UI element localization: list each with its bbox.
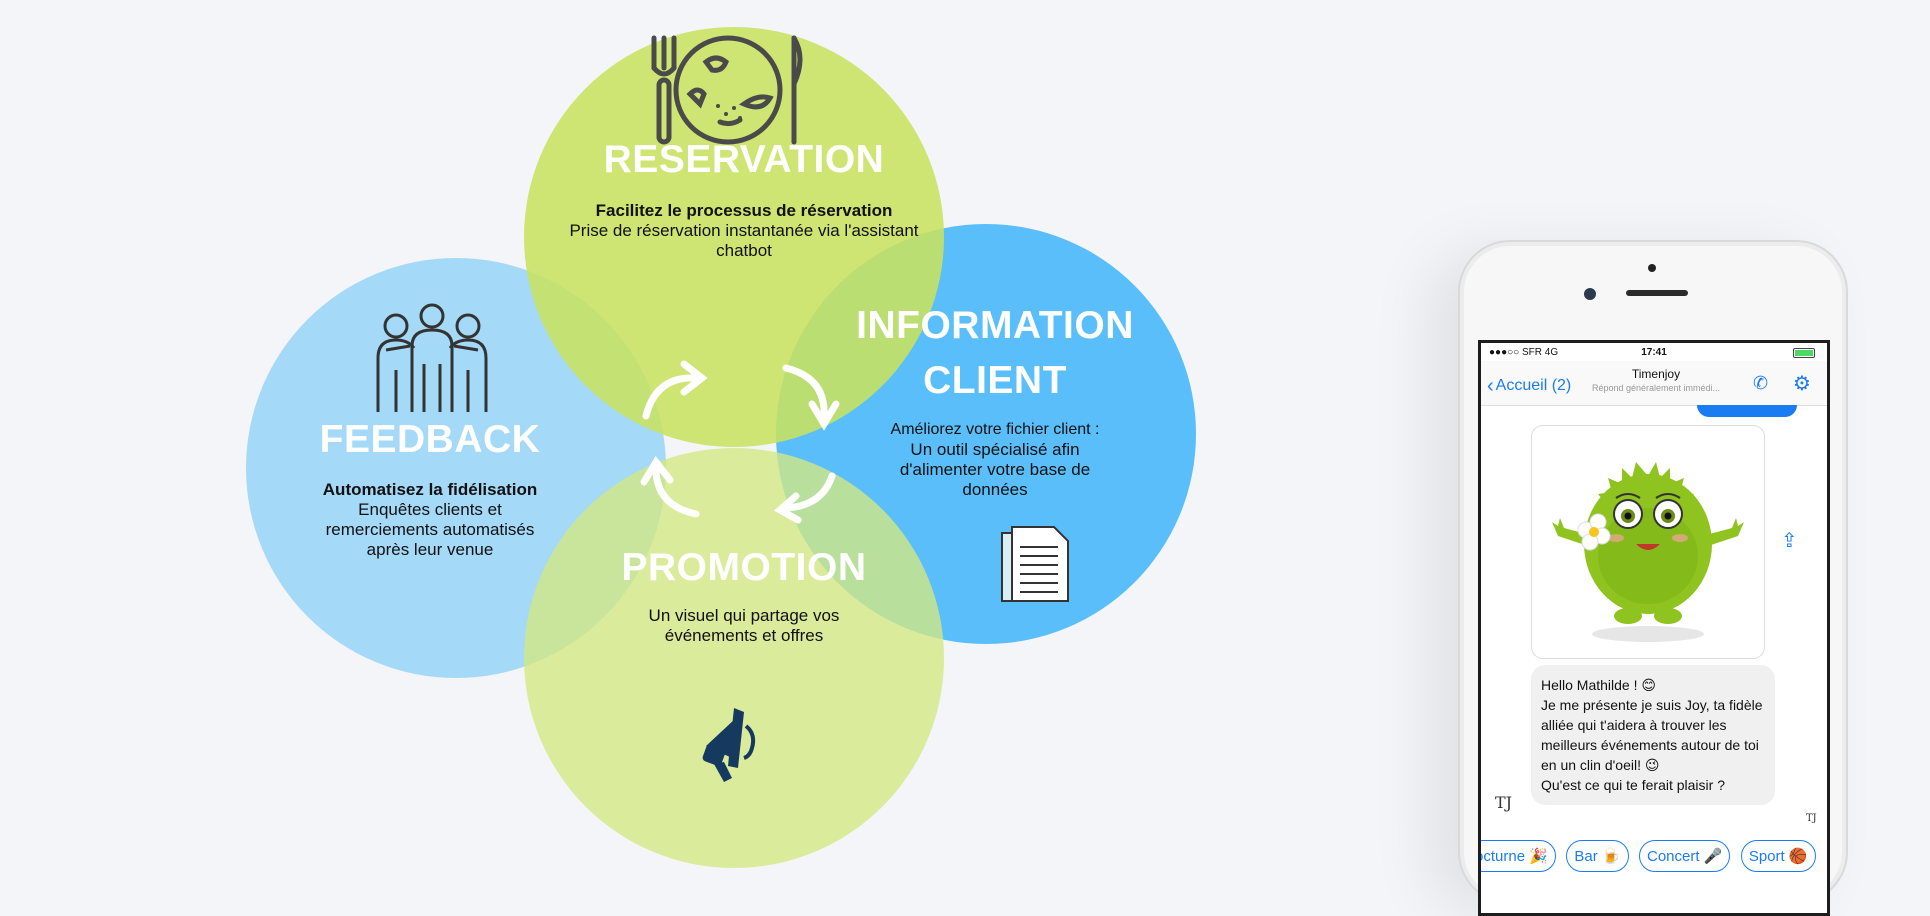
message-line-greeting: Hello Mathilde ! 😊 — [1541, 677, 1656, 693]
phone-speaker — [1626, 290, 1688, 296]
battery-icon — [1793, 348, 1815, 358]
chevron-left-icon: ‹ — [1487, 375, 1494, 397]
reservation-circle — [524, 27, 944, 447]
quick-reply-bar[interactable]: Bar 🍺 — [1566, 840, 1629, 872]
quick-reply-sport[interactable]: Sport 🏀 — [1740, 840, 1816, 872]
reservation-title: RESERVATION — [603, 138, 885, 181]
promotion-body: Un visuel qui partage vos événements et … — [648, 606, 840, 645]
information-title-line1: INFORMATION — [856, 304, 1134, 347]
back-button[interactable]: ‹Accueil (2) — [1487, 375, 1571, 398]
promotion-title: PROMOTION — [621, 546, 867, 589]
message-line-intro: Je me présente je suis Joy, ta fidèle al… — [1541, 697, 1763, 773]
megaphone-icon — [702, 708, 756, 782]
read-receipt-avatar: TJ — [1806, 813, 1817, 824]
information-lead: Améliorez votre fichier client : — [890, 421, 1100, 438]
messenger-screen: ●●●○○ SFR 4G 17:41 ‹Accueil (2) Timenjoy… — [1478, 340, 1830, 916]
promotion-description: Un visuel qui partage vos événements et … — [604, 606, 884, 646]
plate-fork-knife-icon — [651, 35, 803, 145]
quick-reply-concert[interactable]: Concert 🎤 — [1638, 840, 1731, 872]
promotion-circle — [524, 448, 944, 868]
reservation-body: Prise de réservation instantanée via l'a… — [569, 221, 919, 260]
mascot-image-card[interactable] — [1531, 425, 1765, 659]
bot-avatar: TJ — [1495, 793, 1513, 812]
feedback-description: Automatisez la fidélisation Enquêtes cli… — [305, 480, 555, 560]
reservation-description: Facilitez le processus de réservation Pr… — [554, 201, 934, 261]
information-body: Un outil spécialisé afin d'alimenter vot… — [899, 440, 1091, 499]
information-description: Améliorez votre fichier client : Un outi… — [870, 420, 1120, 500]
share-icon[interactable]: ⇪ — [1781, 530, 1798, 552]
message-line-question: Qu'est ce qui te ferait plaisir ? — [1541, 777, 1725, 793]
status-time: 17:41 — [1641, 347, 1667, 358]
gear-icon[interactable]: ⚙ — [1793, 373, 1811, 395]
phone-mockup: ●●●○○ SFR 4G 17:41 ‹Accueil (2) Timenjoy… — [1458, 240, 1848, 916]
carrier-label: ●●●○○ SFR 4G — [1489, 347, 1559, 358]
feedback-body: Enquêtes clients et remerciements automa… — [325, 500, 535, 559]
status-bar: ●●●○○ SFR 4G 17:41 — [1481, 343, 1827, 361]
people-group-icon — [376, 303, 488, 412]
quick-reply-nocturne[interactable]: octurne 🎉 — [1481, 840, 1556, 872]
reservation-lead: Facilitez le processus de réservation — [595, 201, 893, 220]
document-icon — [1001, 526, 1069, 602]
services-diagram: RESERVATION Facilitez le processus de ré… — [246, 27, 1196, 868]
chat-title[interactable]: Timenjoy — [1631, 367, 1681, 381]
back-label: Accueil (2) — [1495, 377, 1572, 394]
phone-camera — [1584, 288, 1596, 300]
phone-sensor — [1648, 264, 1656, 272]
feedback-lead: Automatisez la fidélisation — [322, 480, 538, 499]
feedback-title: FEEDBACK — [319, 418, 541, 461]
quick-replies: octurne 🎉 Bar 🍺 Concert 🎤 Sport 🏀 — [1481, 840, 1827, 874]
chat-subtitle: Répond généralement immédi... — [1591, 383, 1721, 393]
cycle-arrows-icon — [640, 360, 840, 524]
information-title-line2: CLIENT — [923, 359, 1067, 402]
phone-call-icon[interactable]: ✆ — [1753, 373, 1769, 393]
mascot-image — [1552, 462, 1744, 642]
chat-message-bubble: Hello Mathilde ! 😊 Je me présente je sui… — [1531, 665, 1775, 805]
chat-navbar: ‹Accueil (2) Timenjoy Répond généralemen… — [1481, 361, 1827, 406]
previous-message-bubble — [1697, 405, 1797, 417]
